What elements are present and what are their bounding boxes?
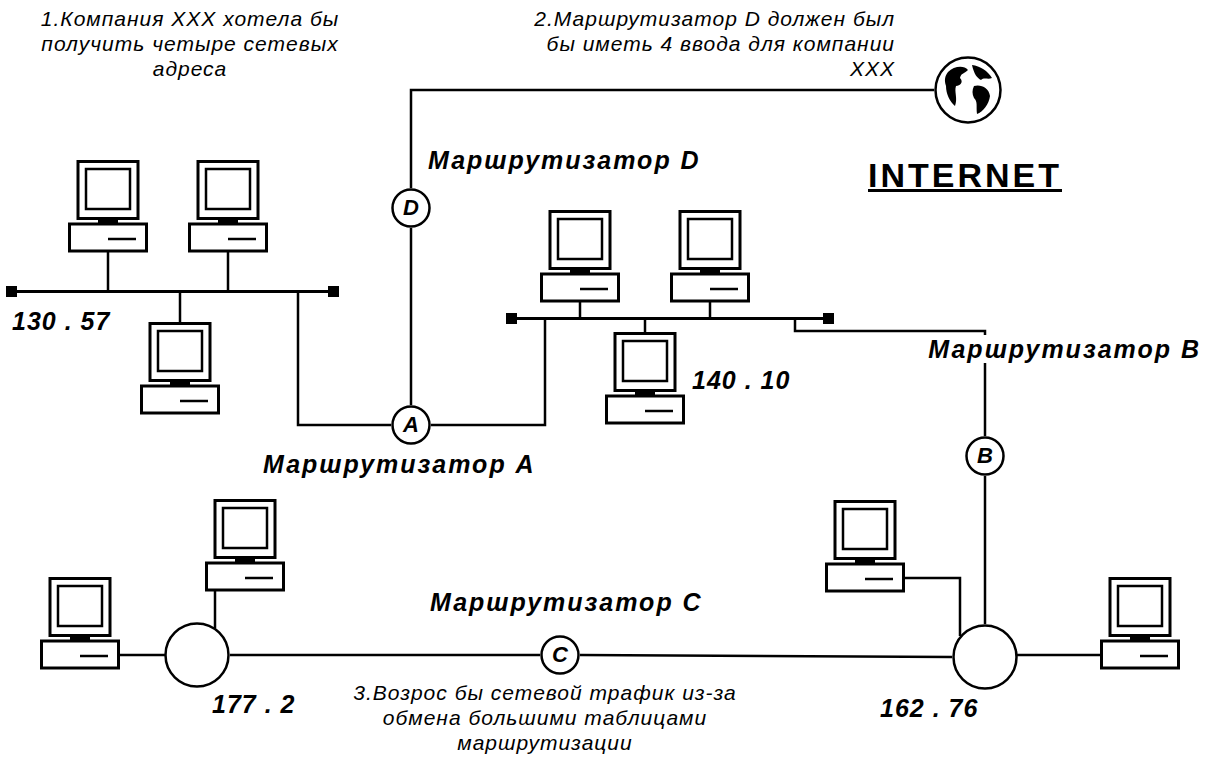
router-circle-outline — [967, 438, 1004, 475]
network-address: 162 . 76 — [880, 694, 978, 723]
link-line — [298, 292, 391, 426]
router-circle-outline — [393, 190, 430, 227]
computer-icon — [1102, 579, 1179, 669]
router-circle: A — [391, 405, 431, 445]
network-address: 140 . 10 — [692, 366, 790, 395]
hub-circle: 177 . 2 — [164, 622, 230, 688]
router-letter: A — [403, 412, 419, 437]
drop-lines — [108, 252, 1101, 655]
router-name: Маршрутизатор B — [924, 335, 1205, 363]
network-bus: 140 . 10 — [512, 317, 828, 397]
drop-line — [904, 578, 960, 636]
link-line — [230, 654, 540, 657]
globe-continents — [945, 65, 992, 114]
note-text: 3.Возрос бы сетевой трафик из-за обмена … — [345, 680, 745, 755]
hub-outline — [164, 622, 230, 688]
hub-circle-outline — [166, 624, 229, 687]
router-letter: B — [977, 443, 993, 468]
computer-icon — [542, 212, 619, 302]
router-circle: B — [965, 436, 1005, 476]
hub-circle-outline — [954, 626, 1017, 689]
router-circle: C — [540, 635, 580, 675]
router-circle: D — [391, 188, 431, 228]
continent-shape — [945, 67, 968, 106]
note-text: 1.Компания XXX хотела бы получить четыре… — [30, 6, 350, 81]
computer-icon — [207, 501, 284, 591]
drop-line — [214, 591, 217, 628]
continent-shape — [972, 65, 992, 80]
link-line — [410, 228, 413, 405]
drop-line — [120, 654, 165, 657]
router-letter: D — [403, 195, 419, 220]
network-address: 130 . 57 — [12, 307, 110, 336]
computer-icon — [672, 212, 749, 302]
link-line — [431, 319, 545, 426]
computer-icon — [827, 502, 904, 592]
router-name: Маршрутизатор D — [428, 146, 701, 174]
hub-outline — [952, 624, 1018, 690]
router-name: Маршрутизатор C — [430, 588, 703, 616]
hub-circle: 162 . 76 — [952, 624, 1018, 690]
router-name: Маршрутизатор A — [263, 450, 536, 478]
router-letter: C — [552, 642, 568, 667]
link-line — [580, 655, 952, 657]
drop-line — [107, 252, 110, 291]
network-bus: 130 . 57 — [12, 290, 333, 340]
drop-line — [709, 302, 712, 318]
router-circle-outline — [542, 637, 579, 674]
drop-line — [644, 319, 647, 333]
globe-circle-outline — [936, 58, 1001, 123]
drop-line — [579, 302, 582, 318]
link-line — [984, 476, 987, 624]
continent-shape — [973, 85, 991, 114]
network-address: 177 . 2 — [212, 690, 295, 719]
drop-line — [227, 252, 230, 291]
note-text: 2.Маршрутизатор D должен был бы иметь 4 … — [505, 6, 895, 81]
drop-line — [179, 292, 182, 323]
computer-icon — [142, 324, 219, 414]
router-circle-outline — [393, 407, 430, 444]
drop-line — [1017, 654, 1101, 657]
computer-icon — [42, 579, 119, 669]
internet-globe: INTERNET — [934, 56, 1002, 124]
internet-label: INTERNET — [868, 156, 1062, 195]
computer-icon — [190, 162, 267, 252]
computer-icon — [70, 162, 147, 252]
globe-outline — [934, 56, 1002, 124]
computer-icon — [607, 334, 684, 424]
link-line — [411, 90, 934, 188]
